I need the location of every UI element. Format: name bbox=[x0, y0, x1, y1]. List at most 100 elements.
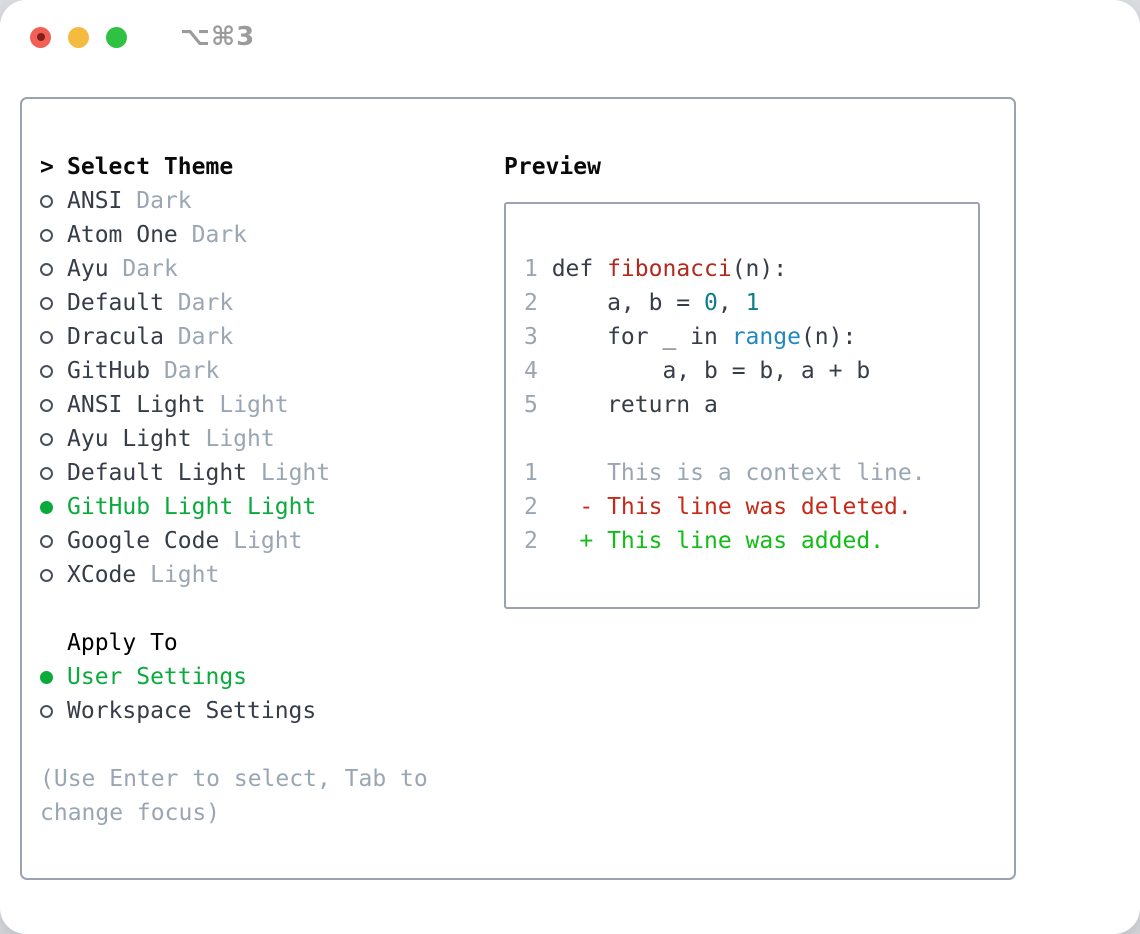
theme-option-label: Google Code Light bbox=[67, 528, 303, 554]
theme-option-ayu-light[interactable]: Ayu Light Light bbox=[40, 422, 480, 456]
theme-variant-label: Dark bbox=[122, 256, 178, 282]
apply-option-workspace-settings[interactable]: Workspace Settings bbox=[40, 694, 480, 728]
theme-option-xcode[interactable]: XCode Light bbox=[40, 558, 480, 592]
theme-option-github[interactable]: GitHub Dark bbox=[40, 354, 480, 388]
theme-option-label: ANSI Dark bbox=[67, 188, 192, 214]
code-line: 2 a, b = 0, 1 bbox=[524, 286, 960, 320]
theme-option-label: Atom One Dark bbox=[67, 222, 248, 248]
line-number: 4 bbox=[524, 358, 538, 384]
minimize-button[interactable] bbox=[68, 26, 89, 48]
token-plain: (n): bbox=[731, 256, 788, 282]
theme-variant-label: Dark bbox=[191, 222, 248, 248]
code-text: a, b = 0, 1 bbox=[551, 286, 760, 320]
radio-icon bbox=[40, 262, 67, 276]
line-number: 1 bbox=[524, 460, 538, 486]
theme-option-atom-one[interactable]: Atom One Dark bbox=[40, 218, 480, 252]
radio-icon bbox=[40, 194, 67, 208]
keyboard-hint: (Use Enter to select, Tab to change focu… bbox=[40, 766, 428, 826]
radio-circle bbox=[40, 330, 53, 344]
spacer bbox=[40, 592, 480, 626]
radio-icon bbox=[40, 228, 67, 242]
radio-icon bbox=[40, 330, 67, 344]
line-number: 2 bbox=[524, 528, 538, 554]
token-plain: a, b = bbox=[551, 290, 705, 316]
radio-icon bbox=[40, 364, 67, 378]
spacer bbox=[40, 728, 480, 762]
radio-icon bbox=[40, 296, 67, 310]
preview-header: Preview bbox=[504, 150, 1000, 184]
theme-variant-label: Dark bbox=[177, 290, 234, 316]
theme-option-github-light[interactable]: GitHub Light Light bbox=[40, 490, 480, 524]
theme-option-default-light[interactable]: Default Light Light bbox=[40, 456, 480, 490]
radio-circle bbox=[40, 398, 53, 412]
radio-circle bbox=[40, 466, 53, 480]
radio-circle bbox=[40, 228, 53, 242]
code-line: 4 a, b = b, a + b bbox=[524, 354, 960, 388]
window-title: ⌥⌘3 bbox=[180, 22, 256, 52]
radio-selected-icon bbox=[40, 500, 67, 514]
theme-option-default[interactable]: Default Dark bbox=[40, 286, 480, 320]
code-text: return a bbox=[552, 388, 718, 422]
token-number: 1 bbox=[745, 290, 760, 316]
prompt-caret-icon: > bbox=[40, 154, 54, 180]
theme-option-ayu[interactable]: Ayu Dark bbox=[40, 252, 480, 286]
theme-option-google-code[interactable]: Google Code Light bbox=[40, 524, 480, 558]
radio-circle bbox=[40, 568, 53, 582]
zoom-button[interactable] bbox=[106, 26, 127, 48]
line-number: 3 bbox=[524, 324, 538, 350]
theme-option-ansi-light[interactable]: ANSI Light Light bbox=[40, 388, 480, 422]
theme-variant-label: Dark bbox=[177, 324, 234, 350]
radio-icon bbox=[40, 398, 67, 412]
radio-circle bbox=[40, 704, 53, 718]
spacer bbox=[524, 422, 960, 456]
radio-circle bbox=[40, 432, 53, 446]
radio-icon bbox=[40, 432, 67, 446]
radio-icon bbox=[40, 568, 67, 582]
radio-selected-icon bbox=[40, 670, 67, 684]
theme-option-ansi[interactable]: ANSI Dark bbox=[40, 184, 480, 218]
diff-line-added: 2 + This line was added. bbox=[524, 524, 960, 558]
theme-option-dracula[interactable]: Dracula Dark bbox=[40, 320, 480, 354]
theme-variant-label: Light bbox=[233, 528, 303, 554]
theme-variant-label: Dark bbox=[136, 188, 192, 214]
code-line: 5 return a bbox=[524, 388, 960, 422]
apply-to-header: Apply To bbox=[40, 626, 480, 660]
radio-icon bbox=[40, 704, 67, 718]
token-number: 0 bbox=[704, 290, 718, 316]
diff-text: + This line was added. bbox=[551, 528, 885, 554]
radio-circle bbox=[40, 296, 53, 310]
titlebar: ⌥⌘3 bbox=[0, 0, 1140, 74]
close-button[interactable] bbox=[30, 26, 51, 48]
diff-line-deleted: 2 - This line was deleted. bbox=[524, 490, 960, 524]
line-number: 2 bbox=[524, 494, 538, 520]
theme-variant-label: Dark bbox=[163, 358, 220, 384]
apply-to-title: Apply To bbox=[67, 630, 178, 656]
theme-option-label: Dracula Dark bbox=[67, 324, 234, 350]
select-theme-title: Select Theme bbox=[67, 154, 234, 180]
theme-variant-label: Light bbox=[247, 494, 317, 520]
theme-variant-label: Light bbox=[205, 426, 275, 452]
theme-option-label: Ayu Light Light bbox=[67, 426, 275, 452]
radio-circle bbox=[40, 194, 53, 208]
theme-variant-label: Light bbox=[150, 562, 220, 588]
code-text: a, b = b, a + b bbox=[552, 354, 870, 388]
token-plain: def bbox=[551, 256, 608, 282]
radio-circle bbox=[40, 534, 53, 548]
unsaved-indicator-dot bbox=[36, 33, 45, 41]
diff-text: This is a context line. bbox=[551, 460, 926, 486]
radio-icon bbox=[40, 466, 67, 480]
theme-option-label: Default Light Light bbox=[67, 460, 331, 486]
select-theme-header: > Select Theme bbox=[40, 150, 480, 184]
token-plain: , bbox=[717, 290, 746, 316]
apply-option-user-settings[interactable]: User Settings bbox=[40, 660, 480, 694]
preview-title: Preview bbox=[504, 154, 601, 180]
token-plain: (n): bbox=[800, 324, 857, 350]
token-plain: return a bbox=[551, 392, 718, 418]
